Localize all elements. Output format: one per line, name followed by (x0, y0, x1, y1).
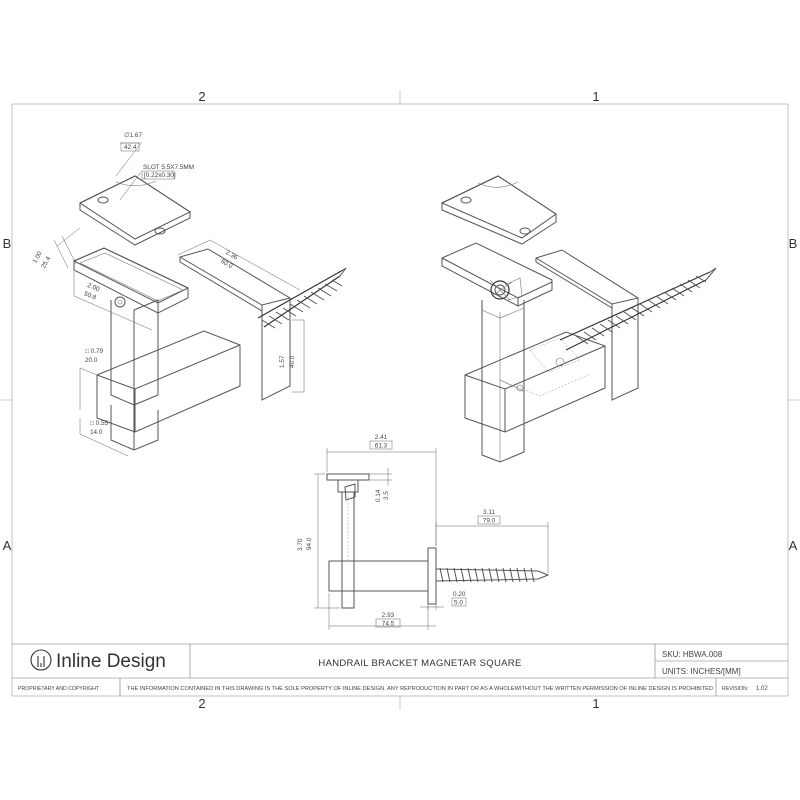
magnet-core (490, 280, 510, 300)
zone-label-bottom-left: 2 (198, 696, 205, 711)
zone-label-top-left: 2 (198, 89, 205, 104)
zone-label-top-right: 1 (592, 89, 599, 104)
dim-0-20-mm: 5.0 (454, 600, 463, 607)
dim-3-11-mm: 79.0 (483, 518, 496, 525)
lag-screw (257, 267, 347, 329)
wall-plate-side (427, 547, 437, 605)
vertical-post (110, 300, 135, 406)
inner-frame (11, 103, 789, 697)
revision-label: REVISION: (722, 686, 748, 692)
zone-label-right-b: B (789, 236, 798, 251)
dim-2-41-mm: 61.3 (375, 443, 388, 450)
dim-2-93-mm: 74.5 (382, 621, 395, 628)
dim-0-14-in: 0.14 (375, 489, 382, 502)
dim-0-55-mm: 14.0 (90, 429, 103, 436)
saddle-side (326, 473, 370, 481)
dim-2-00-in: 2.00 (86, 282, 101, 293)
zone-label-right-a: A (789, 538, 798, 553)
wall-plate (179, 248, 291, 401)
proprietary-label: PROPRIETARY AND COPYRIGHT (18, 686, 100, 692)
dim-0-79-in: □ 0.79 (85, 348, 104, 355)
arm-side (328, 560, 429, 592)
dim-1-57-mm: 40.0 (289, 355, 296, 368)
dim-2-93-in: 2.93 (382, 612, 395, 619)
outer-frame (11, 103, 789, 697)
wall-plate-transparent (535, 249, 639, 401)
dim-1-00-mm: 25.4 (40, 255, 53, 270)
lag-screw-transparent (559, 267, 717, 351)
zone-label-bottom-right: 1 (592, 696, 599, 711)
dim-3-70-mm: 94.0 (306, 537, 313, 550)
magnet-block-transparent (441, 242, 553, 307)
drawing-title: HANDRAIL BRACKET MAGNETAR SQUARE (318, 658, 521, 669)
horizontal-arm (96, 330, 241, 433)
zone-label-left-a: A (3, 538, 12, 553)
units-label: UNITS: INCHES/[MM] (662, 667, 741, 676)
dim-slot-in: [0.22x0.30] (144, 172, 176, 179)
dim-0-55-in: □ 0.55 (90, 420, 109, 427)
dim-slot-mm: SLOT 5.5X7.5MM (143, 164, 194, 171)
side-view: 2.41 61.3 0.14 3.5 3.11 79.0 3.70 94.0 0… (297, 434, 550, 630)
transparent-isometric-view (440, 175, 717, 463)
title-block: Inline Design HANDRAIL BRACKET MAGNETAR … (12, 643, 788, 696)
dim-2-00-mm: 50.8 (83, 290, 98, 301)
dim-2-41-in: 2.41 (375, 434, 388, 441)
logo-ring-icon (30, 649, 52, 671)
dim-3-11-in: 3.11 (483, 509, 495, 516)
logo-text: Inline Design (56, 651, 166, 672)
dim-diameter-mm: 42.4 (124, 144, 137, 151)
dim-0-14-mm: 3.5 (383, 491, 390, 500)
dim-0-79-mm: 20.0 (85, 357, 98, 364)
lag-screw-side (435, 567, 550, 583)
proprietary-notice: THE INFORMATION CONTAINED IN THIS DRAWIN… (127, 686, 713, 692)
dim-diameter-in: ∅1.67 (124, 132, 142, 139)
horizontal-arm-transparent (464, 331, 606, 433)
saddle-plate (79, 175, 191, 246)
dim-0-20-in: 0.20 (453, 591, 466, 598)
revision-value: 1.02 (756, 686, 768, 692)
logo: Inline Design (30, 649, 166, 672)
vertical-post-transparent (481, 300, 525, 463)
sku-label: SKU: HBWA.008 (662, 650, 723, 659)
exploded-isometric-view: ∅1.67 42.4 SLOT 5.5X7.5MM [0.22x0.30] 1.… (31, 132, 347, 457)
dim-2-36-mm: 60.0 (219, 258, 234, 271)
dim-3-70-in: 3.70 (297, 538, 304, 551)
dim-1-57-in: 1.57 (279, 355, 286, 368)
zone-label-left-b: B (3, 236, 12, 251)
